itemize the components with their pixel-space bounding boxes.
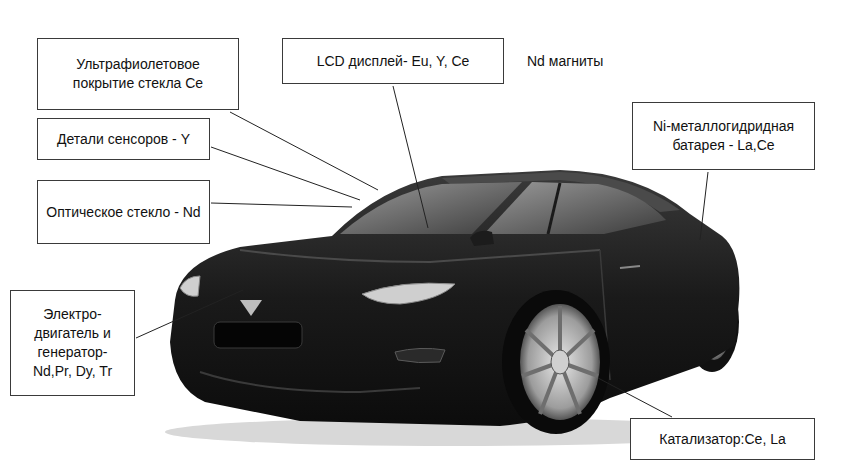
callout-box: Катализатор:Ce, La	[630, 418, 815, 460]
callout-text: LCD дисплей- Eu, Y, Ce	[317, 52, 470, 71]
callout-box: Оптическое стекло - Nd	[37, 180, 210, 244]
part-label: Nd магниты	[527, 52, 603, 71]
callout-box: Ni-металлогидридная батарея - La,Ce	[632, 102, 815, 170]
callout-box: LCD дисплей- Eu, Y, Ce	[282, 38, 504, 84]
callout-text: Ультрафиолетовое покрытие стекла Ce	[46, 55, 230, 93]
callout-box: Детали сенсоров - Y	[37, 118, 210, 160]
callout-box: Электро- двигатель и генератор- Nd,Pr, D…	[10, 290, 135, 396]
callout-text: Детали сенсоров - Y	[57, 130, 190, 149]
callout-text: Электро- двигатель и генератор- Nd,Pr, D…	[19, 305, 126, 381]
callout-text: Ni-металлогидридная батарея - La,Ce	[641, 117, 806, 155]
callout-box: Ультрафиолетовое покрытие стекла Ce	[37, 38, 239, 110]
callout-text: Оптическое стекло - Nd	[46, 203, 200, 222]
callout-text: Катализатор:Ce, La	[659, 430, 786, 449]
